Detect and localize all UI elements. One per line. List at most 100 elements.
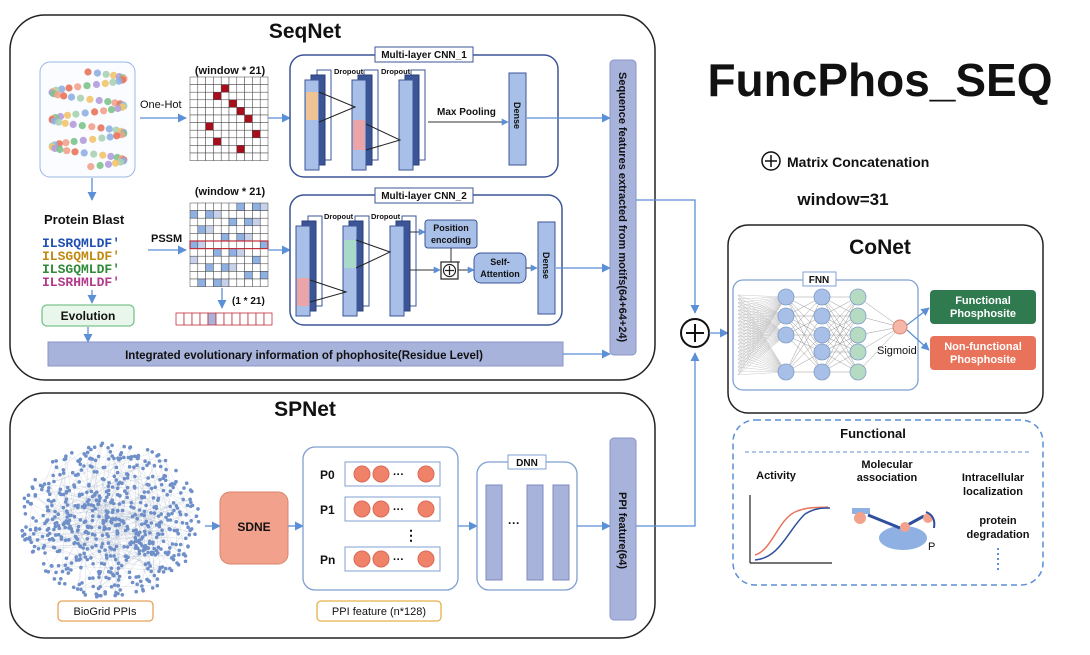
network-node [83, 555, 88, 559]
network-node [52, 546, 57, 550]
network-node [46, 498, 51, 503]
network-node [193, 532, 197, 536]
matrix-cell [236, 122, 245, 131]
matrix-cell [259, 233, 269, 242]
matrix-cell [197, 233, 206, 242]
network-node [127, 570, 132, 574]
network-node [141, 548, 145, 553]
matrix-cell [213, 233, 222, 242]
matrix-cell [213, 271, 222, 280]
activity-curve-icon [749, 495, 832, 564]
matrix-cell [205, 210, 214, 219]
matrix-cell [220, 255, 230, 265]
network-node [118, 494, 122, 498]
cnn-kernel [306, 92, 318, 120]
network-node [128, 575, 132, 580]
dense-2-label: Dense [541, 252, 551, 279]
network-node [55, 520, 59, 525]
matrix-cell [252, 99, 261, 108]
matrix-cell [189, 278, 199, 287]
fnn-edge [785, 315, 823, 373]
network-node [107, 576, 111, 581]
helix-bead [67, 93, 76, 101]
fnn-node [849, 343, 867, 361]
network-edge [48, 494, 64, 511]
network-node [148, 564, 152, 568]
network-edge [47, 452, 72, 521]
one-hot-label: One-Hot [140, 99, 182, 111]
network-node [137, 530, 142, 535]
network-node [94, 490, 99, 495]
matrix-cell [189, 202, 199, 211]
network-node [50, 517, 55, 522]
network-node [157, 459, 162, 463]
network-edge [85, 452, 88, 595]
network-node [152, 511, 157, 515]
network-node [110, 510, 115, 515]
network-edge [156, 537, 186, 539]
nonfunctional-line2: Phosphosite [950, 354, 1016, 366]
fnn-node [777, 307, 795, 325]
network-node [83, 530, 88, 534]
network-node [65, 511, 70, 515]
matrix-cell [220, 145, 230, 154]
network-edge [148, 484, 155, 576]
network-node [112, 474, 117, 479]
fnn-edge [737, 315, 787, 375]
network-node [154, 548, 159, 553]
network-node [95, 594, 99, 599]
network-node [159, 512, 163, 516]
matrix-cell [205, 248, 214, 257]
matrix-cell [244, 152, 253, 161]
network-node [154, 535, 159, 540]
matrix-cell [228, 278, 238, 287]
matrix-cell [244, 114, 253, 123]
network-node [125, 545, 130, 549]
dropout-label-1b: Dropout [381, 67, 411, 76]
network-edge [92, 465, 148, 548]
matrix-cell [259, 271, 269, 280]
network-node [82, 551, 86, 556]
helix-bead [99, 151, 107, 159]
svg-text:ILSRHMLDF': ILSRHMLDF' [42, 275, 120, 290]
network-edge [66, 491, 192, 512]
matrix-cell [244, 202, 253, 211]
network-edge [158, 487, 174, 535]
matrix-cell [236, 202, 245, 211]
network-node [99, 593, 103, 598]
matrix-cell [220, 210, 230, 219]
network-node [134, 539, 139, 543]
dnn-layer-2 [526, 484, 544, 581]
network-node [119, 451, 124, 455]
cnn2-label: Multi-layer CNN_2 [381, 191, 467, 202]
matrix-cell [228, 114, 238, 123]
network-node [119, 563, 124, 568]
matrix-cell [213, 248, 222, 257]
matrix-cell [259, 248, 269, 257]
network-node [123, 489, 127, 493]
network-node [139, 522, 144, 527]
network-node [89, 489, 94, 494]
network-node [117, 502, 122, 506]
network-node [113, 557, 118, 562]
network-node [153, 485, 158, 490]
network-node [76, 459, 80, 463]
network-node [186, 544, 190, 548]
network-node [40, 487, 44, 492]
p-label: P [928, 541, 935, 553]
matrix-cell [259, 76, 269, 85]
network-node [137, 552, 142, 556]
matrix-cell [259, 210, 269, 219]
network-node [82, 505, 87, 510]
network-node [170, 542, 175, 546]
network-edge [56, 460, 86, 558]
network-node [117, 517, 121, 522]
network-edge [147, 449, 172, 558]
network-node [67, 488, 71, 493]
helix-bead [89, 135, 97, 143]
network-node [87, 576, 92, 581]
biogrid-box [57, 600, 154, 622]
network-node [196, 507, 200, 511]
network-edge [55, 511, 142, 515]
fnn-node [813, 288, 831, 306]
